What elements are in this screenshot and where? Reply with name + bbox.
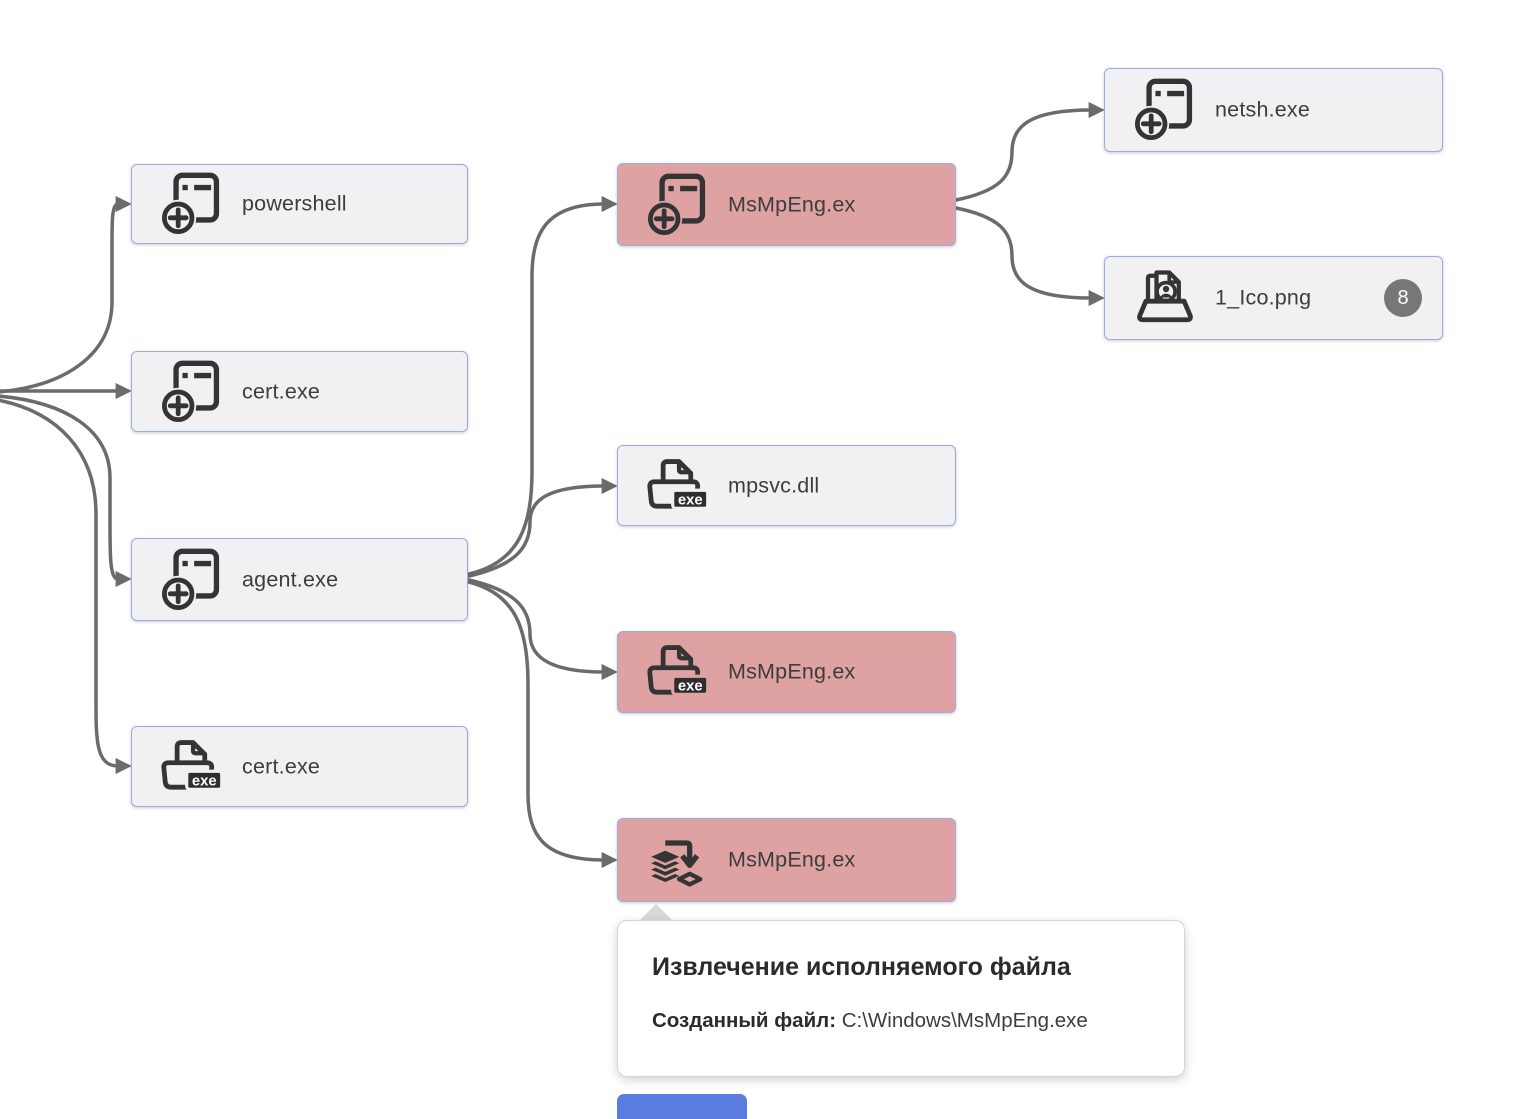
node-label: cert.exe <box>242 754 321 778</box>
node-label: 1_Ico.png <box>1215 285 1312 310</box>
tooltip-field-label: Созданный файл: <box>652 1009 837 1032</box>
node-label: powershell <box>242 191 347 216</box>
image-file-icon <box>1131 264 1199 332</box>
process-icon <box>158 358 226 426</box>
edge-agent-mpsvc <box>467 477 618 578</box>
node-mpsvc-dll[interactable]: mpsvc.dll <box>617 445 956 526</box>
node-label: cert.exe <box>242 379 321 403</box>
node-agent-exe[interactable]: agent.exe <box>131 538 468 621</box>
process-icon <box>1131 76 1199 144</box>
node-label: MsMpEng.ex <box>728 847 856 872</box>
process-icon <box>158 170 226 238</box>
node-msmpeng-extract[interactable]: MsMpEng.ex <box>617 818 956 902</box>
node-ico-png[interactable]: 1_Ico.png 8 <box>1104 256 1443 340</box>
tooltip-arrow <box>638 904 674 922</box>
edge-agent-msmpeng-process <box>467 195 618 576</box>
edge-root-powershell <box>0 195 132 394</box>
node-powershell[interactable]: powershell <box>131 164 468 244</box>
tooltip: Извлечение исполняемого файла Созданный … <box>617 920 1185 1077</box>
tooltip-created-file: Созданный файл: C:\Windows\MsMpEng.exe <box>652 1009 1154 1033</box>
node-label: MsMpEng.ex <box>728 659 856 684</box>
node-cert-exe-process[interactable]: cert.exe <box>131 351 468 432</box>
process-icon <box>158 546 226 614</box>
exe-file-icon <box>158 733 226 801</box>
tooltip-field-value: C:\Windows\MsMpEng.exe <box>841 1009 1088 1032</box>
tooltip-title: Извлечение исполняемого файла <box>652 953 1071 981</box>
edge-agent-msmpeng-file <box>467 578 618 681</box>
node-label: MsMpEng.ex <box>728 192 856 216</box>
edge-root-agent <box>0 394 132 588</box>
edge-msmpeng-netsh <box>954 101 1105 202</box>
node-msmpeng-process[interactable]: MsMpEng.ex <box>617 163 956 246</box>
node-label: mpsvc.dll <box>728 473 820 497</box>
node-label: netsh.exe <box>1215 97 1311 122</box>
node-msmpeng-file[interactable]: MsMpEng.ex <box>617 631 956 713</box>
node-cert-exe-file[interactable]: cert.exe <box>131 726 468 807</box>
edge-msmpeng-ico <box>954 206 1105 307</box>
edge-root-cert-file <box>0 398 132 775</box>
partial-node[interactable] <box>617 1094 747 1119</box>
extract-icon <box>644 826 712 894</box>
node-label: agent.exe <box>242 567 339 591</box>
node-netsh-exe[interactable]: netsh.exe <box>1104 68 1443 152</box>
process-icon <box>644 171 712 239</box>
exe-file-icon <box>644 452 712 520</box>
exe-file-icon <box>644 638 712 706</box>
edge-agent-msmpeng-extract <box>467 580 618 869</box>
count-badge: 8 <box>1384 279 1422 317</box>
